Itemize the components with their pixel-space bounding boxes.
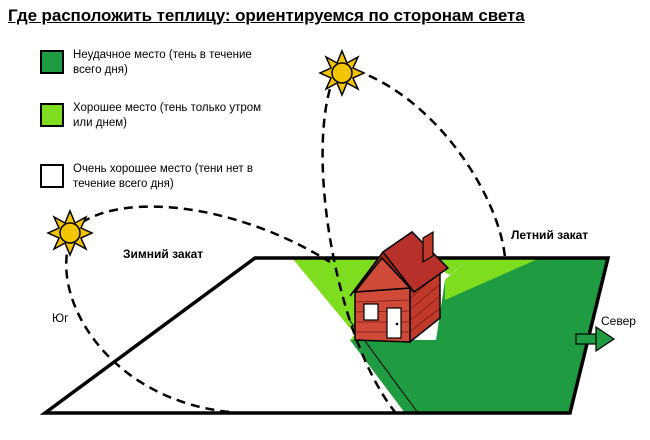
zone-very-good-left <box>45 258 420 413</box>
legend-item-good: Хорошее место (тень только утром или дне… <box>40 101 283 131</box>
summer-sunset-label: Летний закат <box>511 228 589 242</box>
summer-sun-path-left <box>321 61 396 413</box>
legend-label-bad: Неудачное место (тень в течение всего дн… <box>73 49 252 76</box>
zone-bad-right <box>350 258 608 413</box>
legend-label-good: Хорошее место (тень только утром или дне… <box>73 102 262 129</box>
zone-good-strip <box>445 258 540 300</box>
south-label: Юг <box>52 311 69 325</box>
sun-icon <box>46 209 94 257</box>
ground-outline <box>39 256 611 415</box>
summer-sun-path-right <box>354 68 507 259</box>
legend-swatch-bad <box>40 50 64 74</box>
legend-item-bad: Неудачное место (тень в течение всего дн… <box>40 48 283 78</box>
north-label: Север <box>601 314 636 328</box>
legend-swatch-good <box>40 103 64 127</box>
house-icon <box>349 230 450 344</box>
page-title: Где расположить теплицу: ориентируемся п… <box>8 6 525 25</box>
sun-icon <box>318 49 366 97</box>
winter-sunset-label: Зимний закат <box>123 247 204 261</box>
winter-sun-path-top <box>69 205 331 264</box>
legend-item-very-good: Очень хорошее место (тени нет в течение … <box>40 162 283 192</box>
legend-swatch-very-good <box>40 164 64 188</box>
north-arrow-icon <box>575 325 616 353</box>
legend-label-very-good: Очень хорошее место (тени нет в течение … <box>73 163 253 190</box>
winter-sun-path <box>65 239 231 414</box>
